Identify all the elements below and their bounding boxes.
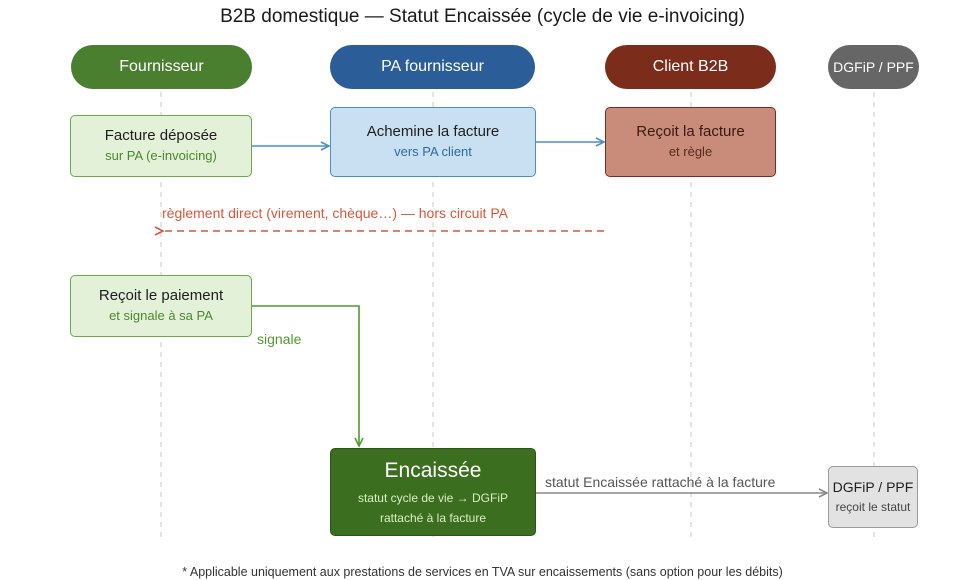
step-subtitle: vers PA client [394,144,472,159]
step-title: Encaissée [384,458,482,482]
step-title: DGFiP / PPF [832,479,914,495]
lane-header-dgfip: DGFiP / PPF [828,45,919,89]
step-title: Reçoit le paiement [98,287,224,304]
step-title: Achemine la facture [366,123,500,140]
step-subtitle: et règle [668,144,713,159]
diagram-title: B2B domestique — Statut Encaissée (cycle… [220,6,745,27]
lane-label: Fournisseur [119,58,204,75]
arrow-signale [252,305,359,446]
step-achemine-facture: Achemine la facture vers PA client [330,107,536,177]
step-subtitle: statut cycle de vie → DGFiP [357,490,509,505]
step-title: Reçoit la facture [636,123,745,140]
step-title: Facture déposée [104,127,218,144]
footnote: * Applicable uniquement aux prestations … [182,565,783,579]
step-subtitle: reçoit le statut [835,500,911,514]
step-subtitle: sur PA (e-invoicing) [105,148,217,163]
lane-header-client-b2b: Client B2B [605,45,776,89]
lane-header-fournisseur: Fournisseur [71,45,252,89]
step-encaissee: Encaissée statut cycle de vie → DGFiP ra… [330,448,536,536]
lane-label: DGFiP / PPF [833,59,914,75]
step-subtitle: et signale à sa PA [109,308,213,323]
label-reglement-direct: règlement direct (virement, chèque…) — h… [162,205,508,221]
lane-label: Client B2B [652,58,729,75]
lane-header-pa-fournisseur: PA fournisseur [330,45,535,89]
label-statut-rattache: statut Encaissée rattaché à la facture [545,474,776,490]
label-signale: signale [257,331,302,347]
step-recoit-facture: Reçoit la facture et règle [605,107,776,177]
step-dgfip-recoit-statut: DGFiP / PPF reçoit le statut [828,466,918,528]
step-subtitle: rattaché à la facture [379,510,487,525]
step-facture-deposee: Facture déposée sur PA (e-invoicing) [70,115,252,177]
step-recoit-paiement: Reçoit le paiement et signale à sa PA [70,275,252,337]
lane-label: PA fournisseur [381,58,484,75]
